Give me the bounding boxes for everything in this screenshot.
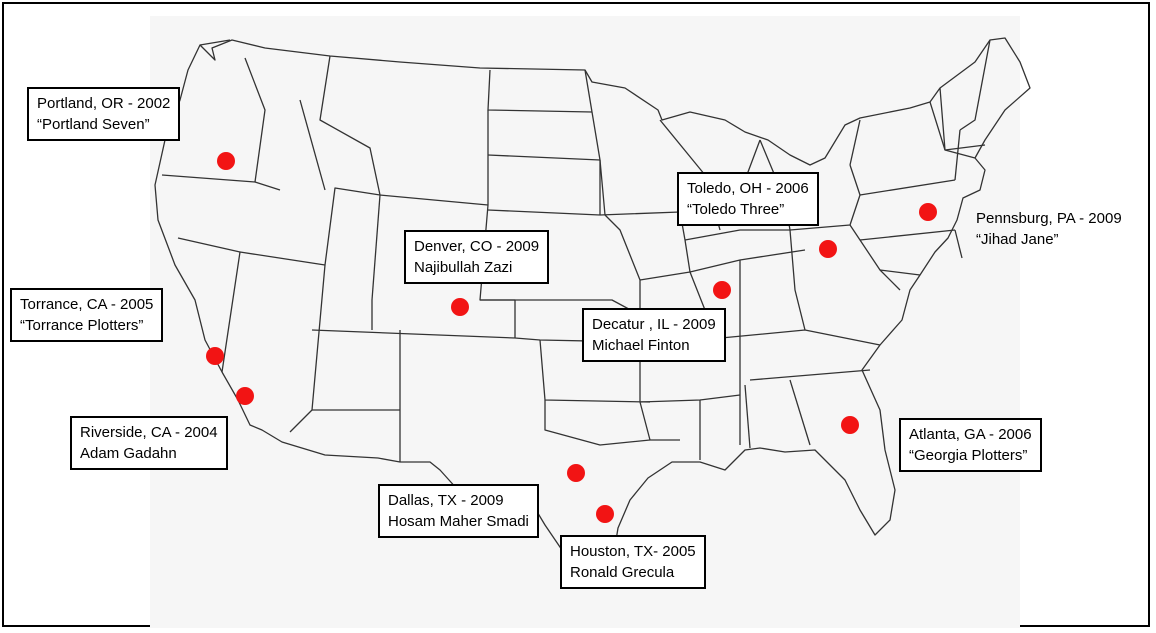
label-houston-line1: Houston, TX- 2005 <box>570 543 696 560</box>
label-denver-line1: Denver, CO - 2009 <box>414 238 540 255</box>
label-riverside-line1: Riverside, CA - 2004 <box>80 424 218 441</box>
label-atlanta-line2: “Georgia Plotters” <box>909 447 1028 464</box>
label-toledo: Toledo, OH - 2006 “Toledo Three” <box>677 172 819 226</box>
label-torrance: Torrance, CA - 2005 “Torrance Plotters” <box>10 288 164 342</box>
marker-denver <box>451 298 469 316</box>
label-portland-line2: “Portland Seven” <box>37 116 150 133</box>
label-denver-line2: Najibullah Zazi <box>414 259 513 276</box>
label-pennsburg-line2: “Jihad Jane” <box>976 231 1059 248</box>
label-decatur: Decatur , IL - 2009 Michael Finton <box>582 308 726 362</box>
label-riverside: Riverside, CA - 2004 Adam Gadahn <box>70 416 228 470</box>
marker-portland <box>217 152 235 170</box>
label-torrance-line2: “Torrance Plotters” <box>20 317 144 334</box>
marker-houston <box>596 505 614 523</box>
label-decatur-line2: Michael Finton <box>592 337 690 354</box>
marker-torrance <box>206 347 224 365</box>
marker-riverside <box>236 387 254 405</box>
label-atlanta-line1: Atlanta, GA - 2006 <box>909 426 1032 443</box>
us-outline <box>154 37 1031 581</box>
label-denver: Denver, CO - 2009 Najibullah Zazi <box>404 230 550 284</box>
label-torrance-line1: Torrance, CA - 2005 <box>20 296 154 313</box>
marker-decatur <box>713 281 731 299</box>
label-dallas: Dallas, TX - 2009 Hosam Maher Smadi <box>378 484 539 538</box>
label-pennsburg: Pennsburg, PA - 2009 “Jihad Jane” <box>968 204 1130 254</box>
label-pennsburg-line1: Pennsburg, PA - 2009 <box>976 210 1122 227</box>
label-atlanta: Atlanta, GA - 2006 “Georgia Plotters” <box>899 418 1042 472</box>
marker-atlanta <box>841 416 859 434</box>
label-toledo-line2: “Toledo Three” <box>687 201 785 218</box>
label-dallas-line1: Dallas, TX - 2009 <box>388 492 504 509</box>
label-houston: Houston, TX- 2005 Ronald Grecula <box>560 535 706 589</box>
label-riverside-line2: Adam Gadahn <box>80 445 177 462</box>
label-houston-line2: Ronald Grecula <box>570 564 675 581</box>
label-portland-line1: Portland, OR - 2002 <box>37 95 171 112</box>
label-toledo-line1: Toledo, OH - 2006 <box>687 180 809 197</box>
label-decatur-line1: Decatur , IL - 2009 <box>592 316 716 333</box>
label-portland: Portland, OR - 2002 “Portland Seven” <box>27 87 181 141</box>
marker-toledo <box>819 240 837 258</box>
label-dallas-line2: Hosam Maher Smadi <box>388 513 529 530</box>
marker-dallas <box>567 464 585 482</box>
state-label-lines <box>199 39 231 46</box>
marker-pennsburg <box>919 203 937 221</box>
